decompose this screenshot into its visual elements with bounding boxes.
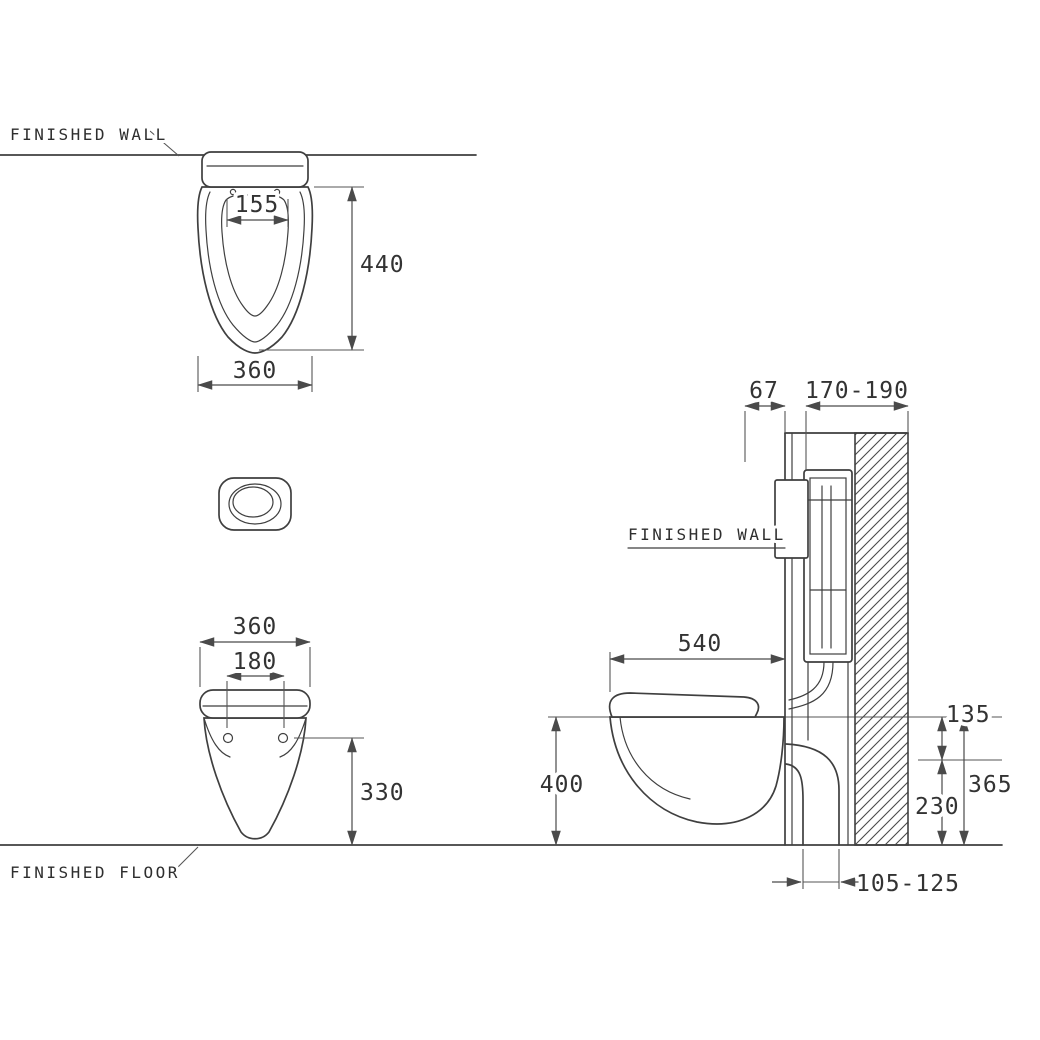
dim-front-bolt-spacing: 180 (233, 649, 278, 675)
dim-side-rim-to-floor: 365 (968, 772, 1013, 798)
bowl-shoulder-right (279, 717, 307, 758)
outlet-plan-detail (218, 477, 292, 531)
drain-trap-outer (785, 743, 840, 846)
dimensions: 155 440 360 360 180 330 67 170-190 (197, 186, 1016, 901)
dim-front-width: 360 (233, 614, 278, 640)
concealed-cistern (803, 469, 853, 663)
finished-wall-label-top: FINISHED WALL (10, 125, 168, 144)
dim-side-projection: 540 (678, 631, 723, 657)
dim-side-frame-depth: 170-190 (805, 378, 909, 404)
dim-front-mount-height: 330 (360, 780, 405, 806)
outlet-flange (218, 477, 292, 531)
dim-side-drain-offset: 105-125 (856, 871, 960, 897)
floor-label-tick (171, 846, 199, 874)
finished-floor-label: FINISHED FLOOR (10, 863, 180, 882)
dim-side-frame-offset: 67 (749, 378, 779, 404)
dim-plan-width: 360 (233, 358, 278, 384)
bowl-opening-plan (221, 194, 289, 317)
seat-side-profile (608, 692, 760, 718)
cistern-inner-box (809, 477, 847, 655)
flush-pipe-outer (788, 661, 825, 701)
toilet-side-view (608, 692, 785, 825)
bowl-side-profile (609, 716, 785, 825)
hinge-pin-right (273, 188, 281, 196)
outlet-ring-inner (232, 486, 274, 518)
seat-inner-ring (205, 191, 305, 343)
hinge-pin-left (229, 188, 237, 196)
masonry-wall-hatch (854, 432, 909, 846)
wall-label-tick (149, 130, 180, 157)
dim-side-outlet-height: 230 (915, 794, 960, 820)
toilet-front-view (199, 689, 311, 840)
mount-hole-left (222, 732, 234, 744)
dim-plan-depth: 440 (360, 252, 405, 278)
seat-outline-plan (196, 186, 314, 354)
wall-section (774, 432, 909, 846)
dim-plan-hinge-width: 155 (235, 192, 280, 218)
seat-front-edge (199, 689, 311, 719)
outlet-ring-outer (228, 483, 282, 525)
flush-pipe-inner (788, 661, 834, 710)
dim-side-rim-to-outlet: 135 (946, 702, 991, 728)
bowl-front-body (203, 717, 307, 840)
dim-side-rim-height: 400 (540, 772, 585, 798)
bowl-side-contour (619, 716, 691, 800)
mount-hole-right (277, 732, 289, 744)
flush-plate (774, 479, 809, 559)
drain-trap-inner (785, 763, 804, 846)
finished-wall-label-side: FINISHED WALL (628, 525, 786, 544)
bowl-shoulder-left (203, 717, 231, 758)
hinge-cover-plan (201, 151, 309, 188)
text-labels: FINISHED WALL FINISHED FLOOR FINISHED WA… (7, 122, 786, 885)
toilet-plan-view (196, 151, 314, 354)
